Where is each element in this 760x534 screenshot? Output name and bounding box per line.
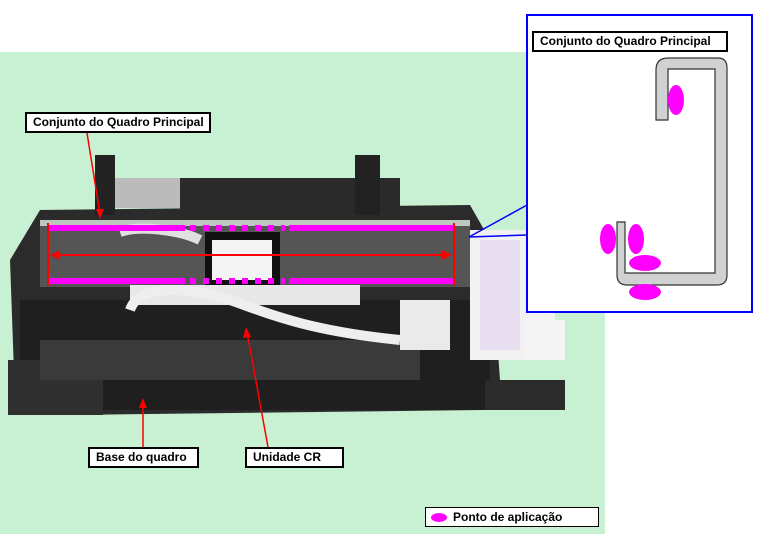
width-indicator: [47, 223, 455, 286]
label-cr-unit: Unidade CR: [245, 447, 344, 468]
inset-callout: [468, 204, 528, 238]
legend-label: Ponto de aplicação: [453, 510, 563, 524]
application-lines: [48, 225, 454, 284]
application-points: [600, 85, 684, 300]
legend: Ponto de aplicação: [425, 507, 599, 527]
printer-photo: [8, 155, 565, 415]
magenta-ellipse-icon: [431, 512, 447, 522]
label-frame-base: Base do quadro: [88, 447, 199, 468]
frame-profile: [616, 57, 728, 286]
inset-cross-section: [526, 14, 753, 313]
label-main-frame-inset: Conjunto do Quadro Principal: [532, 31, 728, 52]
label-main-frame: Conjunto do Quadro Principal: [25, 112, 211, 133]
